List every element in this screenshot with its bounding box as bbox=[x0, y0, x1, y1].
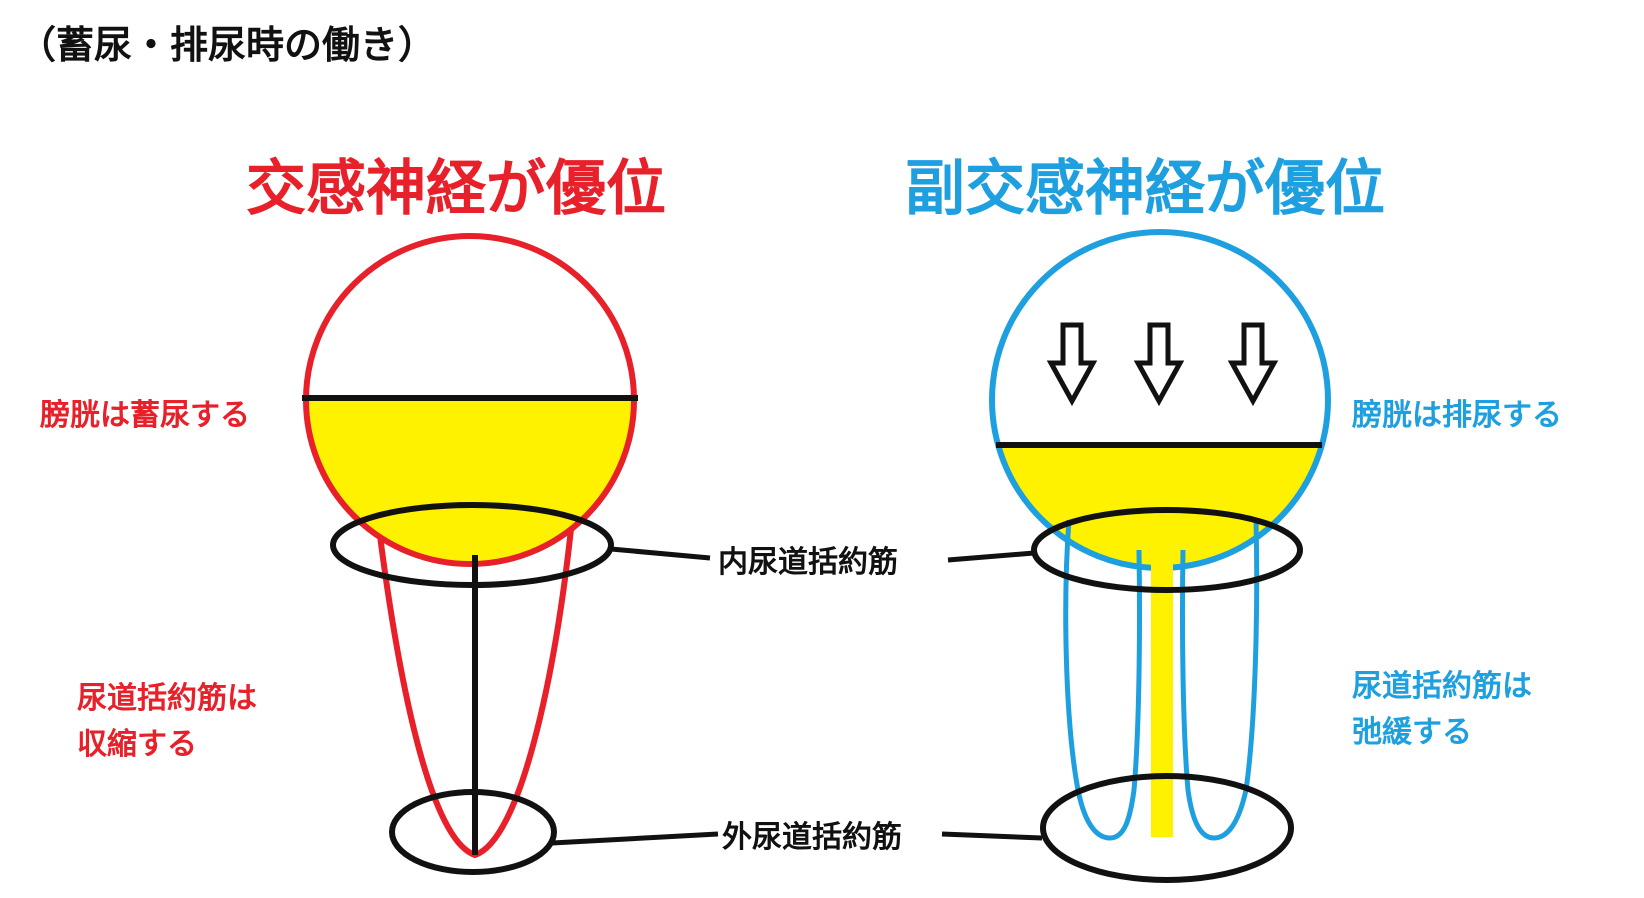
sphincter-relax-label: 尿道括約筋は 弛緩する bbox=[1352, 664, 1532, 756]
leader-line-external-right bbox=[941, 831, 1043, 841]
external-sphincter-label: 外尿道括約筋 bbox=[722, 820, 902, 855]
urine-stream bbox=[1151, 545, 1173, 837]
right-internal-sphincter-ring bbox=[1031, 507, 1303, 593]
sphincter-contract-label: 尿道括約筋は 収縮する bbox=[77, 676, 257, 768]
right-urethra-outer-wall bbox=[1063, 519, 1142, 841]
leader-line-internal-right bbox=[947, 550, 1035, 563]
bladder-storage-label: 膀胱は蓄尿する bbox=[40, 398, 250, 433]
sympathetic-heading: 交感神経が優位 bbox=[246, 154, 666, 224]
right-external-sphincter-ring bbox=[1040, 773, 1294, 883]
left-external-sphincter-ring bbox=[389, 789, 557, 875]
leader-line-external-left bbox=[551, 831, 719, 846]
sphincter-contract-label-line2: 収縮する bbox=[77, 727, 197, 762]
down-arrow-icon bbox=[1227, 322, 1279, 407]
left-internal-sphincter-ring bbox=[330, 502, 614, 588]
parasympathetic-heading: 副交感神経が優位 bbox=[905, 154, 1385, 224]
leader-line-internal-left bbox=[610, 546, 711, 561]
page-title: （蓄尿・排尿時の働き） bbox=[18, 23, 437, 67]
down-arrow-icon bbox=[1046, 322, 1098, 407]
sphincter-relax-label-line1: 尿道括約筋は bbox=[1352, 669, 1532, 704]
sphincter-relax-label-line2: 弛緩する bbox=[1352, 715, 1472, 750]
bladder-voiding-label: 膀胱は排尿する bbox=[1352, 398, 1562, 433]
down-arrow-icon bbox=[1133, 322, 1185, 407]
internal-sphincter-label: 内尿道括約筋 bbox=[718, 545, 898, 580]
right-urethra-inner-wall bbox=[1180, 519, 1260, 841]
sphincter-contract-label-line1: 尿道括約筋は bbox=[77, 681, 257, 716]
